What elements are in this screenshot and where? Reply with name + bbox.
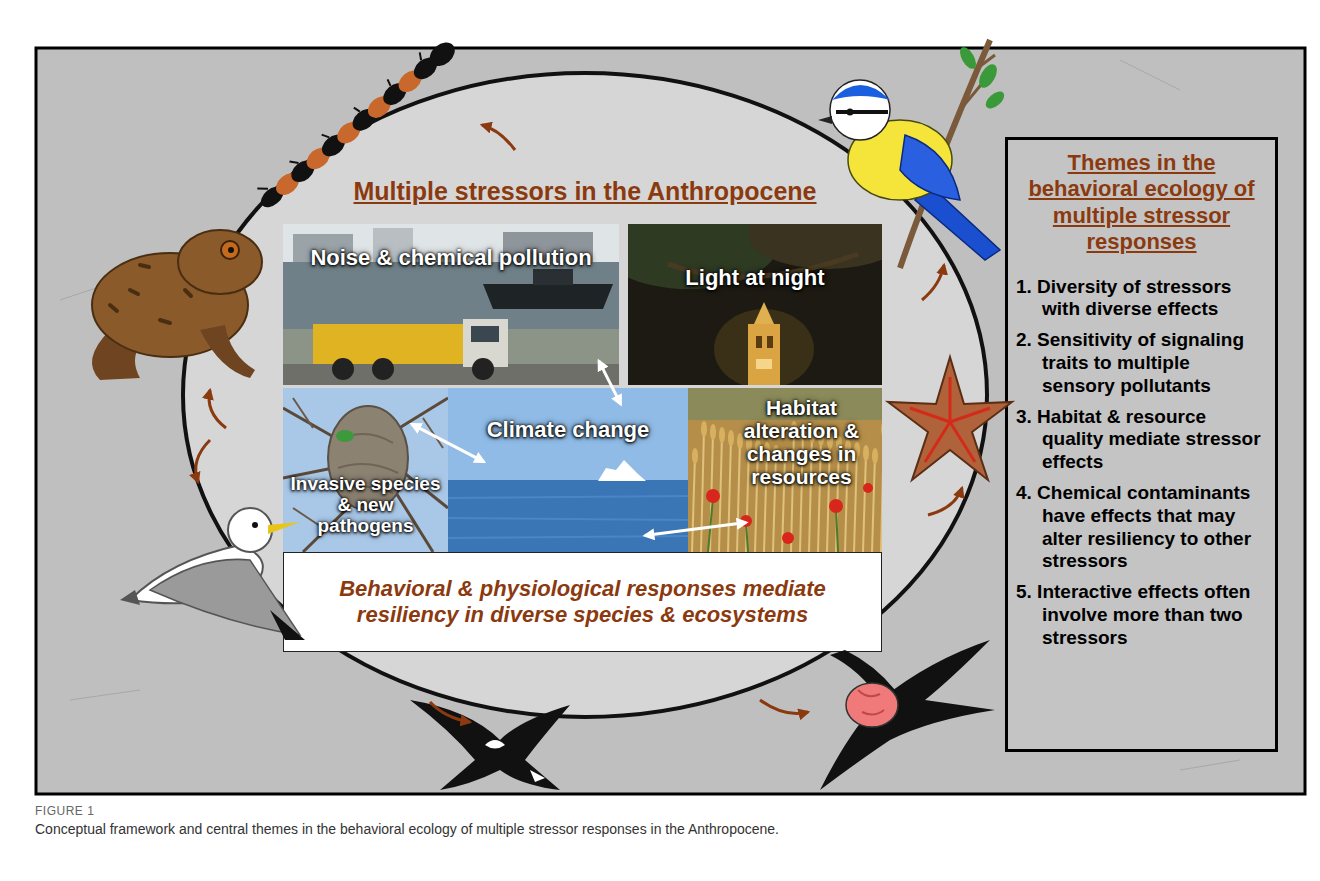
photo-tile: Noise & chemical pollution — [283, 224, 619, 385]
double-arrow — [645, 522, 746, 535]
response-box: Behavioral & physiological responses med… — [283, 552, 882, 652]
response-text: Behavioral & physiological responses med… — [294, 576, 871, 629]
region-title: Multiple stressors in the Anthropocene — [180, 176, 990, 206]
stressor-label: Climate change — [448, 418, 688, 442]
double-arrow — [412, 424, 484, 462]
caption-block: FIGURE 1Conceptual framework and central… — [35, 803, 1285, 839]
theme-item: 1. Diversity of stressors with diverse e… — [1016, 276, 1267, 322]
photo-tile: Invasive species & new pathogens — [283, 388, 448, 552]
photo-tile: Light at night — [628, 224, 882, 385]
stressor-label: Light at night — [628, 266, 882, 290]
theme-item: 2. Sensitivity of signaling traits to mu… — [1016, 329, 1267, 397]
panel-heading: Themes in the behavioral ecology of mult… — [1016, 150, 1267, 256]
theme-item: 3. Habitat & resource quality mediate st… — [1016, 406, 1267, 474]
photo-tile: Climate change — [448, 388, 688, 552]
themes-panel: Themes in the behavioral ecology of mult… — [1005, 137, 1278, 752]
figure-label: FIGURE 1 — [35, 803, 1285, 820]
figure-caption: Conceptual framework and central themes … — [35, 820, 1285, 840]
photo-climate — [448, 388, 688, 552]
double-arrow — [599, 361, 621, 405]
theme-item: 4. Chemical contaminants have effects th… — [1016, 482, 1267, 573]
theme-item: 5. Interactive effects often involve mor… — [1016, 581, 1267, 649]
stressor-label: Invasive species & new pathogens — [289, 474, 442, 537]
stressor-label: Habitat alteration & changes in resource… — [724, 396, 879, 488]
stressor-label: Noise & chemical pollution — [283, 246, 619, 270]
photo-light — [628, 224, 882, 385]
